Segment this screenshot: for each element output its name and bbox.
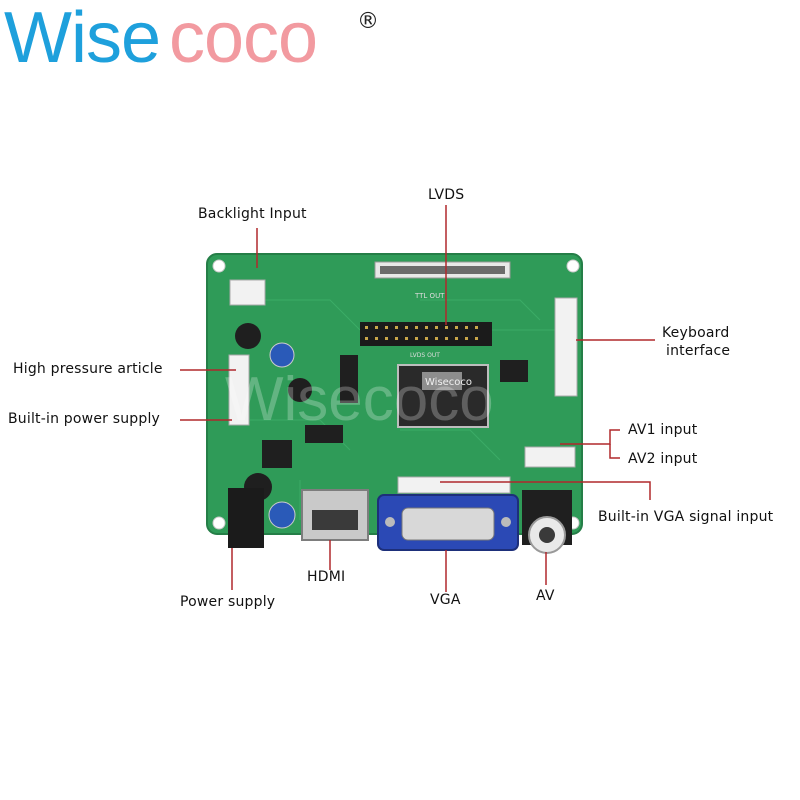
watermark: Wisecoco: [225, 365, 494, 434]
label-vga: VGA: [430, 592, 461, 608]
capacitor: [268, 501, 296, 529]
label-hdmi: HDMI: [307, 569, 346, 585]
keyboard-connector: [554, 297, 578, 397]
leader-lines: [180, 205, 655, 592]
av-input-connector: [524, 446, 576, 468]
logo-registered-mark: ®: [357, 9, 379, 34]
logo-wise: Wise: [4, 2, 160, 74]
label-high-pressure-article: High pressure article: [13, 361, 163, 377]
chip-label: Wisecoco: [425, 377, 472, 388]
lvds-pin-header: [360, 322, 492, 346]
label-lvds: LVDS: [428, 187, 465, 203]
leader-builtin-vga: [440, 481, 651, 500]
label-power-supply: Power supply: [180, 594, 276, 610]
ttl-out-mark: TTL OUT: [414, 292, 445, 300]
label-backlight-input: Backlight Input: [198, 206, 307, 222]
label-builtin-vga-signal-input: Built-in VGA signal input: [598, 509, 774, 525]
svg-text:®: ®: [595, 359, 617, 384]
label-keyboard-line2: interface: [666, 343, 731, 359]
backlight-connector: [229, 279, 266, 306]
label-av1-input: AV1 input: [628, 422, 698, 438]
wisecoco-logo: Wise coco ®: [4, 2, 379, 74]
high-pressure-connector: [228, 354, 250, 426]
leader-av1: [560, 429, 620, 445]
builtin-vga-connector: [397, 476, 511, 494]
power-jack: [228, 488, 264, 548]
capacitor: [269, 342, 295, 368]
logo-coco: coco: [169, 2, 317, 74]
inductor: [288, 378, 312, 402]
label-keyboard-line1: Keyboard: [662, 325, 730, 341]
label-av2-input: AV2 input: [628, 451, 698, 467]
label-av: AV: [536, 588, 555, 604]
label-builtin-power-supply: Built-in power supply: [8, 411, 161, 427]
lvds-out-mark: LVDS OUT: [410, 352, 440, 359]
leader-av2: [609, 444, 620, 459]
inductor: [235, 323, 261, 349]
